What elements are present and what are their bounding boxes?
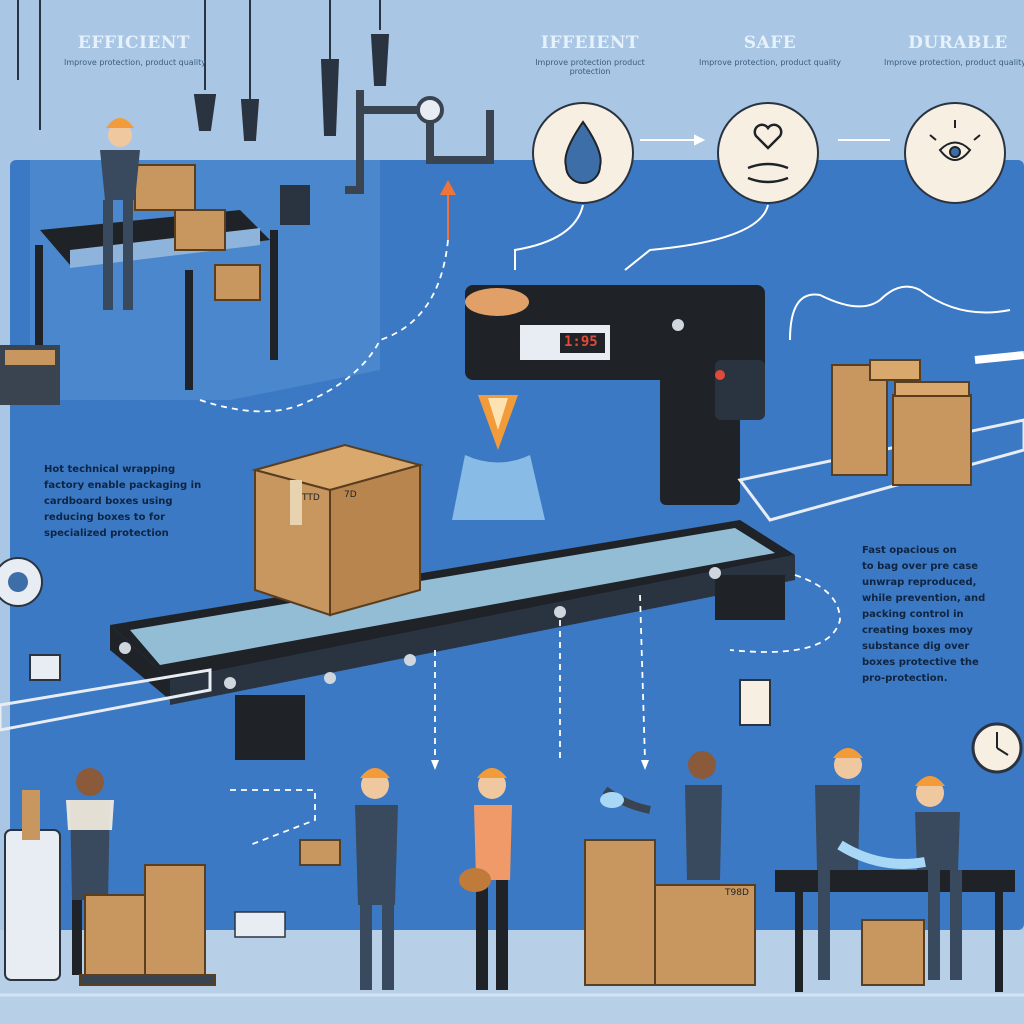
right-description-line: creating boxes moy (862, 625, 973, 636)
right-description-line: Fast opacious on (862, 545, 957, 556)
right-description: Fast opacious on to bag over pre case un… (862, 543, 1022, 687)
water-drop-icon (564, 120, 602, 184)
heart-hands-icon (747, 123, 789, 184)
subtitle-safe: Improve protection, product quality (698, 58, 842, 67)
worker-3 (459, 768, 512, 990)
worker-2 (299, 768, 398, 990)
machine-display: 1:95 (564, 334, 598, 350)
pipes (345, 90, 494, 194)
sparkle-shield-icon (929, 120, 981, 161)
icon-circles (532, 102, 1006, 204)
heat-wrap-machine (452, 285, 765, 520)
left-description-line: specialized protection (44, 528, 169, 539)
right-description-line: while prevention, and (862, 593, 986, 604)
wall-sign (739, 679, 771, 726)
upper-left-scene-panel (30, 160, 380, 400)
header-durable: DURABLE (908, 33, 1008, 53)
left-description-line: factory enable packaging in (44, 480, 202, 491)
left-description-line: reducing boxes to for (44, 512, 166, 523)
upper-left-workstation (0, 118, 310, 405)
main-conveyor (110, 520, 795, 760)
right-description-line: to bag over pre case (862, 561, 979, 572)
main-box-code-2: 7D (344, 490, 357, 500)
right-description-line: substance dig over (862, 641, 970, 652)
wall-outlet (234, 911, 286, 938)
pallet-box-code: T98D (725, 888, 749, 898)
right-description-line: boxes protective the (862, 657, 979, 668)
left-description-line: cardboard boxes using (44, 496, 173, 507)
header-safe: SAFE (743, 33, 797, 53)
stretch-film (837, 840, 926, 869)
subtitle-iffeient: Improve protection product protection (535, 58, 645, 76)
main-box-code: TTD (302, 493, 320, 503)
water-heater (4, 790, 61, 981)
subtitle-efficient: Improve protection, product quality (63, 58, 207, 67)
wall-clock-icon (971, 722, 1023, 774)
worker-4 (600, 751, 722, 880)
left-description: Hot technical wrapping factory enable pa… (44, 462, 224, 542)
left-roller-track (0, 668, 212, 732)
left-description-line: Hot technical wrapping (44, 464, 176, 475)
header-iffeient: IFFEIENT (540, 33, 640, 53)
header-efficient: EFFICIENT (77, 33, 191, 53)
right-description-line: packing control in (862, 609, 964, 620)
right-description-line: pro-protection. (862, 673, 948, 684)
right-boxes (831, 359, 972, 486)
main-box (251, 443, 424, 617)
pallet-boxes-left (79, 864, 216, 986)
hanging-lamps (17, 0, 390, 141)
pallet-boxes-center (584, 839, 756, 986)
right-description-line: unwrap reproduced, (862, 577, 977, 588)
subtitle-durable: Improve protection, product quality (883, 58, 1024, 67)
worker-6 (915, 776, 962, 980)
